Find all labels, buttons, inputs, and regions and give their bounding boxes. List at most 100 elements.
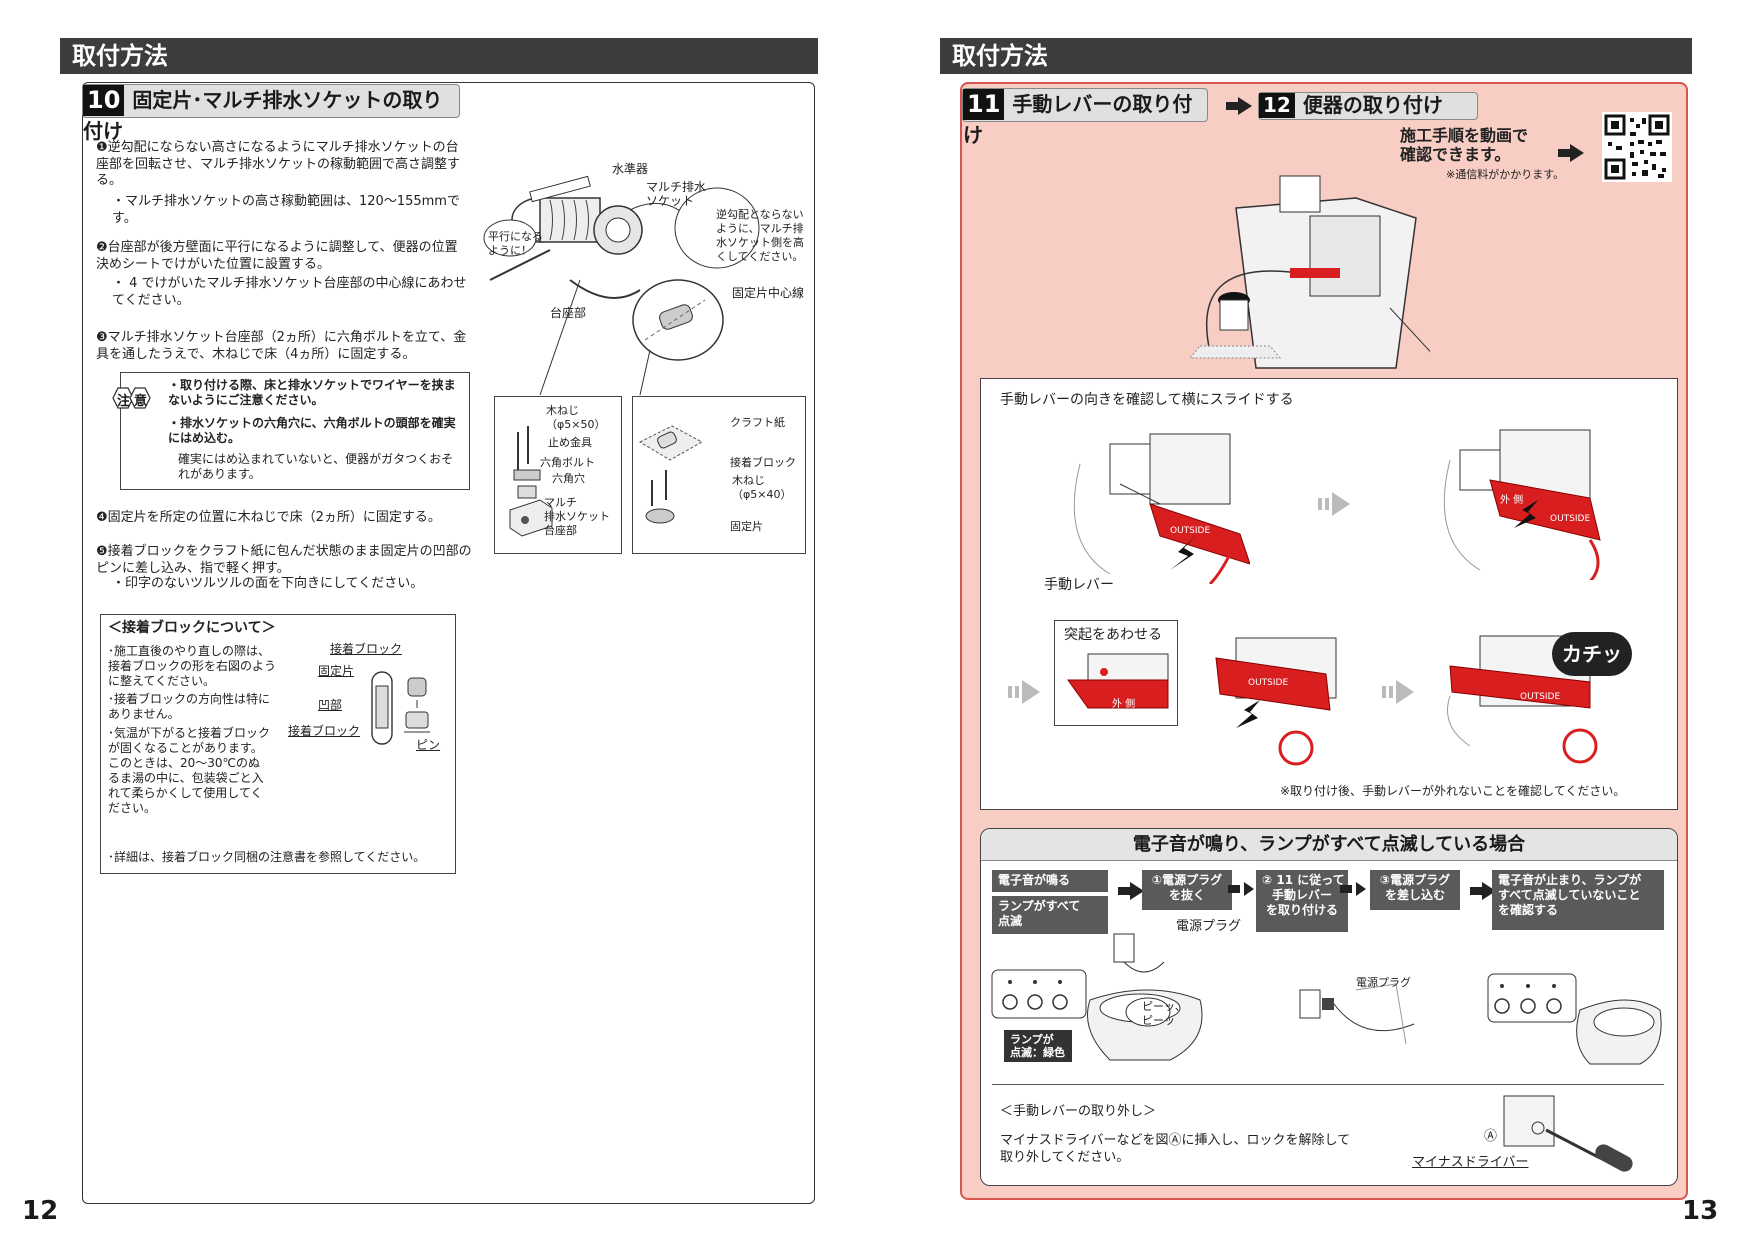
right-page-number: 13 [1682,1196,1719,1226]
beeping-toilet-illustration [991,933,1203,1061]
instruction-4: ❹固定片を所定の位置に木ねじで床（2ヵ所）に固定する。 [96,510,441,525]
lever-mark-inside-2: 外 側 [1500,495,1524,506]
label-parallel: 平行になる ように！ [488,230,543,257]
label-fixpiece: 固定片 [730,520,763,533]
next-arrow-icon-2 [1008,680,1040,704]
label-box-fixpiece: 固定片 [318,664,355,678]
adhesive-note-2: ･接着ブロックの方向性は特にありません。 [108,692,271,721]
flow-arrow-icon-1 [1118,882,1144,900]
lamp-blink-badge: ランプが 点滅：緑色 [1004,1030,1072,1062]
label-slope-note: 逆勾配とならない ように、マルチ排 水ソケット側を高 くしてください。 [716,208,804,263]
adhesive-block-box [100,614,456,874]
left-page-number: 12 [22,1196,59,1226]
detail-fixpiece-box [632,396,806,554]
label-adhesive-top: 接着ブロック [330,642,403,656]
removal-text: マイナスドライバーなどを図Ⓐに挿入し、ロックを解除して 取り外してください。 [1000,1133,1351,1165]
lever-mark-outside-2: OUTSIDE [1550,514,1591,524]
lever-step2-illustration [1443,429,1601,580]
label-kraft: クラフト紙 [730,416,785,429]
caution-label-1: 注 [117,394,131,409]
left-content-panel [82,82,815,1204]
power-icon [1002,994,1018,1010]
step11-title: 手動レバーの取り付け [963,92,1193,147]
lever-step1-illustration [1073,433,1250,584]
caution-line-3: 確実にはめ込まれていないと、便器がガタつくおそれがあります。 [178,452,454,481]
step12-title-bar: 12 便器の取り付け [1258,92,1478,120]
click-bubble: カチッ [1552,632,1632,676]
caution-label-2: 意 [134,394,148,409]
fixpiece-parts-illustration [638,425,704,524]
instruction-5: ❺接着ブロックをクラフト紙に包んだ状態のまま固定片の凹部のピンに差し込み、指で軽… [96,544,472,576]
adhesive-block-illustration [371,671,430,745]
step-arrow-icon [1226,97,1252,115]
video-note: 施工手順を動画で 確認できます。 [1400,126,1529,164]
slide-title: 手動レバーの向きを確認して横にスライドする [1000,392,1294,408]
lever-step3-illustration [1215,637,1337,766]
label-hexhole: 六角穴 [552,472,585,485]
label-adhesive-left: 接着ブロック [288,724,361,738]
flow-step-unplug: ①電源プラグ を抜く [1142,870,1232,910]
beep-sound: ピーッ、 ピーッ [1142,1000,1186,1027]
label-adhesive: 接着ブロック [730,456,796,469]
unplugged-illustration [1299,983,1415,1045]
plug-label: 電源プラグ [1176,919,1242,934]
label-center-line: 固定片中心線 [732,286,805,300]
step12-number: 12 [1259,93,1295,118]
removal-divider [992,1084,1664,1085]
label-screw1: 木ねじ （φ5×50） [546,404,606,431]
quiet-toilet-illustration [1487,973,1662,1065]
adhesive-box-title: ＜接着ブロックについて＞ [108,620,276,636]
next-arrow-icon-3 [1382,680,1414,704]
socket-install-illustration [483,175,760,396]
instruction-3: ❸マルチ排水ソケット台座部（2ヵ所）に六角ボルトを立て、金具を通したうえで、木ね… [96,330,467,362]
caution-badge: 注 意 [108,386,152,410]
removal-title: ＜手動レバーの取り外し＞ [1000,1104,1157,1119]
flow-step-plug-in: ③電源プラグ を差し込む [1370,870,1460,910]
adhesive-note-3: ･気温が下がると接着ブロックが固くなることがあります。このときは、20～30℃の… [108,726,271,815]
label-socket: マルチ排水 ソケット [646,180,707,208]
label-base: 台座部 [550,306,587,320]
caution-hex-icon [112,387,151,409]
label-hexbolt: 六角ボルト [540,456,595,469]
caution-line-1: ・取り付ける際、床と排水ソケットでワイヤーを挟まないようにご注意ください。 [168,378,456,407]
step11-number: 11 [963,89,1005,120]
instruction-5-note: ・印字のないツルツルの面を下向きにしてください。 [112,576,424,591]
label-screw2: 木ねじ （φ5×40） [732,474,792,501]
point-a-label: Ⓐ [1484,1129,1498,1144]
lever-mark-inside-3: 外 側 [1112,699,1136,710]
flow-arrow-icon-3 [1340,882,1366,896]
beep-title: 電子音が鳴り、ランプがすべて点滅している場合 [981,829,1677,861]
fee-note: ※通信料がかかります。 [1446,168,1565,181]
instruction-2: ❷台座部が後方壁面に平行になるように調整して、便器の位置決めシートでけがいた位置… [96,240,458,272]
lever-mark-outside-1: OUTSIDE [1170,526,1211,536]
adhesive-note-1: ･施工直後のやり直しの際は、接着ブロックの形を右図のように整えてください。 [108,644,277,688]
left-section-header: 取付方法 [60,38,818,74]
align-label: 突起をあわせる [1064,627,1162,643]
step12-title: 便器の取り付け [1302,93,1443,117]
instruction-1: ❶逆勾配にならない高さになるようにマルチ排水ソケットの台座部を回転させ、マルチ排… [96,140,461,188]
label-recess: 凹部 [318,698,343,712]
plug-label-2: 電源プラグ [1356,976,1411,989]
instruction-1-note: ・マルチ排水ソケットの高さ稼動範囲は、120～155mmです。 [112,194,460,226]
step10-title: 固定片･マルチ排水ソケットの取り付け [83,88,443,143]
right-section-header: 取付方法 [940,38,1692,74]
next-arrow-icon-1 [1318,492,1350,516]
instruction-2-note: ・ 4 でけがいたマルチ排水ソケット台座部の中心線にあわせてください。 [112,276,467,308]
flow-step-install-lever: ② 11 に従って 手動レバー を取り付ける [1256,870,1348,932]
qr-code-icon[interactable] [1602,112,1672,182]
lever-mark-outside-3: OUTSIDE [1248,678,1289,688]
lever-mark-outside-4: OUTSIDE [1520,692,1561,702]
tank-lever-illustration [1190,175,1430,369]
flow-cond-lamp: ランプがすべて 点滅 [992,896,1108,934]
step10-number: 10 [83,85,125,116]
lever-removal-illustration [1503,1095,1633,1172]
label-pin: ピン [416,738,441,752]
flow-arrow-icon-2 [1228,882,1254,896]
caution-box [120,372,470,490]
adhesive-footer: ･詳細は、接着ブロック同梱の注意書を参照してください。 [108,850,426,864]
flow-cond-beep: 電子音が鳴る [992,870,1108,892]
lever-mark-inside-1: 外 側 [1110,507,1134,518]
qr-arrow-icon [1558,144,1584,162]
